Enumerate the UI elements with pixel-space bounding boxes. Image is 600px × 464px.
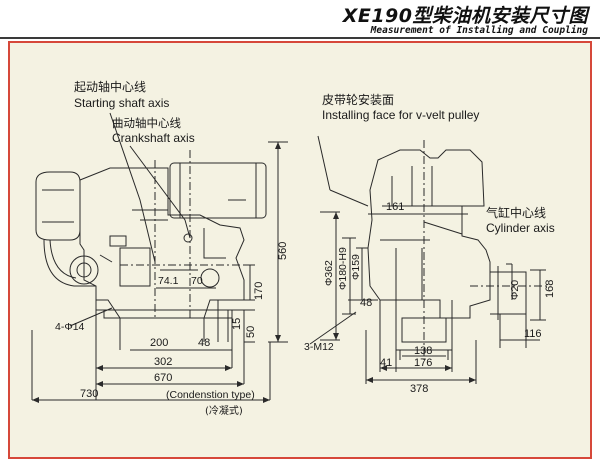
dim-phi-180: Φ180-H9: [337, 247, 349, 290]
dim-302: 302: [154, 356, 172, 368]
drawing-panel: [8, 41, 592, 459]
dim-74-1: 74.1: [158, 275, 179, 287]
dim-138: 138: [414, 345, 432, 357]
right-engine-outline: [367, 149, 527, 351]
dim-phi-159: Φ159: [350, 254, 362, 280]
header: XE190型柴油机安装尺寸图 Measurement of Installing…: [0, 0, 600, 44]
dim-48: 48: [198, 337, 210, 349]
dim-15: 15: [231, 318, 243, 330]
cylinder-axis-cn-label: 气缸中心线: [486, 205, 546, 220]
dim-670: 670: [154, 372, 172, 384]
dim-70: 70: [191, 275, 203, 287]
dim-48-right: 48: [360, 297, 372, 309]
dim-50: 50: [245, 326, 257, 338]
dim-176: 176: [414, 357, 432, 369]
dim-3-m12: 3-M12: [304, 341, 334, 353]
dim-200: 200: [150, 337, 168, 349]
dim-730: 730: [80, 388, 98, 400]
starting-shaft-en-label: Starting shaft axis: [74, 96, 169, 110]
crankshaft-en-label: Crankshaft axis: [112, 131, 195, 145]
dim-116: 116: [524, 328, 542, 340]
left-engine-outline: [35, 162, 267, 319]
dim-168: 168: [544, 280, 556, 298]
dim-170: 170: [253, 282, 265, 300]
condensation-en-label: (Condenstion type): [166, 389, 255, 401]
pulley-face-cn-label: 皮带轮安装面: [322, 92, 394, 107]
dim-378: 378: [410, 383, 428, 395]
dim-phi-362: Φ362: [323, 260, 335, 286]
condensation-cn-label: (冷凝式): [205, 404, 243, 417]
page-title: XE190型柴油机安装尺寸图: [342, 5, 588, 27]
cylinder-axis-en-label: Cylinder axis: [486, 221, 555, 235]
dim-holes: 4-Φ14: [55, 321, 85, 333]
header-divider: [0, 37, 600, 39]
page-subtitle: Measurement of Installing and Coupling: [370, 25, 588, 36]
pulley-face-en-label: Installing face for v-velt pulley: [322, 108, 479, 122]
dim-161: 161: [386, 201, 404, 213]
crankshaft-cn-label: 曲动轴中心线: [112, 116, 181, 130]
dim-41: 41: [380, 357, 392, 369]
starting-shaft-cn-label: 起动轴中心线: [74, 79, 146, 94]
dim-560: 560: [277, 242, 289, 260]
dim-phi-20: Φ20: [509, 280, 521, 300]
